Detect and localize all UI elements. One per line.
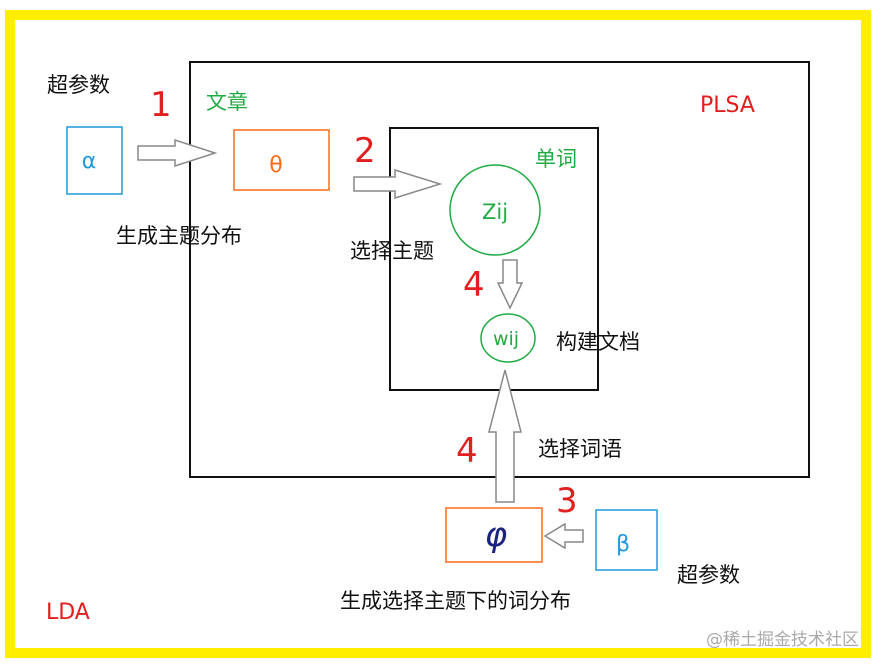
select-topic-label: 选择主题	[350, 239, 434, 263]
phi-symbol: φ	[485, 515, 508, 555]
beta-symbol: β	[616, 532, 630, 557]
hyperparam-bottom-label: 超参数	[677, 563, 740, 587]
arrow-phi-to-wij	[488, 369, 522, 503]
step-2-number: 2	[354, 131, 376, 171]
beta-box	[595, 509, 658, 571]
article-plate-label: 文章	[206, 90, 248, 114]
lda-label: LDA	[46, 600, 90, 625]
step-3-number: 3	[556, 481, 578, 521]
plsa-label: PLSA	[700, 93, 755, 118]
watermark-text: @稀土掘金技术社区	[706, 630, 859, 650]
step-1-number: 1	[150, 85, 172, 125]
step-4-upper-number: 4	[463, 265, 485, 305]
alpha-symbol: α	[82, 149, 97, 174]
hyperparam-top-label: 超参数	[47, 73, 110, 97]
arrow-beta-to-phi	[543, 522, 584, 550]
theta-symbol: θ	[269, 153, 282, 178]
gen-topic-dist-label: 生成主题分布	[116, 224, 242, 248]
alpha-box	[66, 126, 123, 195]
arrow-alpha-to-theta	[137, 138, 218, 168]
phi-box	[445, 507, 543, 563]
arrow-theta-to-zij	[353, 168, 443, 200]
lda-frame	[5, 10, 871, 658]
arrow-zij-to-wij	[496, 259, 524, 310]
word-plate	[389, 127, 599, 391]
wij-circle	[480, 313, 536, 363]
wij-label: wij	[493, 328, 519, 350]
step-4-lower-number: 4	[456, 431, 478, 471]
theta-box	[233, 129, 330, 191]
word-plate-label: 单词	[535, 147, 577, 171]
zij-label: Zij	[482, 200, 508, 224]
zij-circle	[449, 164, 541, 256]
gen-word-dist-label: 生成选择主题下的词分布	[340, 589, 571, 613]
build-doc-label: 构建文档	[556, 330, 640, 354]
select-word-label: 选择词语	[538, 437, 622, 461]
